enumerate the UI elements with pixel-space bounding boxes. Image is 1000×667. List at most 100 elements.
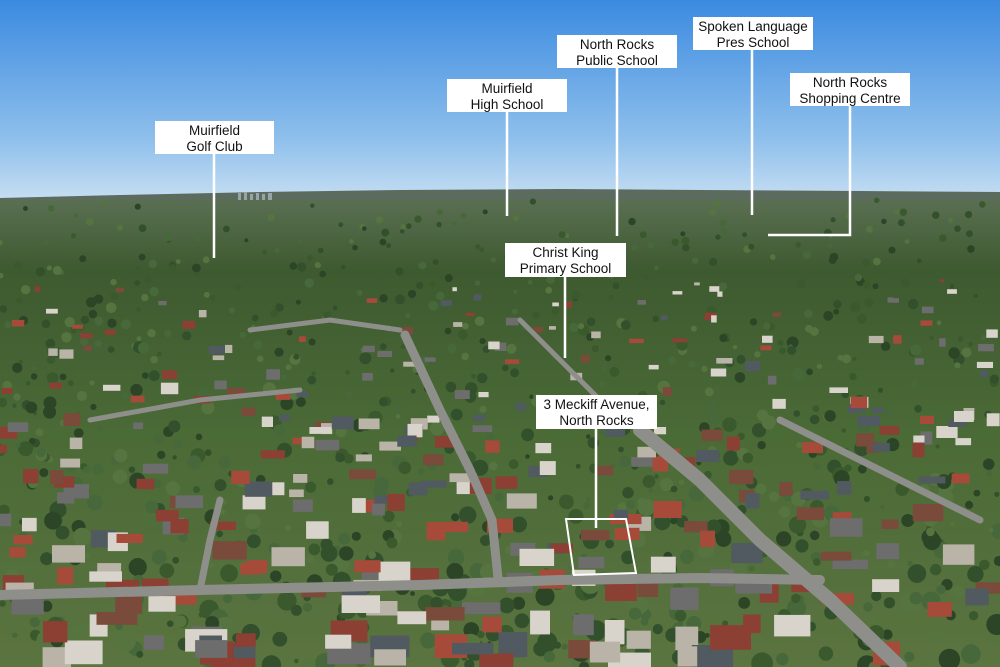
tree <box>482 209 488 215</box>
tree <box>310 203 315 208</box>
tree <box>748 565 755 572</box>
tree <box>878 387 883 393</box>
tree <box>948 217 953 223</box>
house-roof <box>760 345 772 351</box>
tree <box>306 555 315 564</box>
tree <box>951 585 965 600</box>
tree <box>628 217 636 226</box>
label-north-rocks-public-school: North Rocks Public School <box>557 35 677 68</box>
tree <box>642 273 649 280</box>
house-roof <box>440 300 452 307</box>
tree <box>788 601 803 616</box>
tree <box>828 256 837 264</box>
tree <box>671 238 679 246</box>
tree <box>474 280 481 286</box>
tree <box>305 481 317 493</box>
tree <box>631 244 638 251</box>
tree <box>880 341 891 351</box>
tree <box>872 257 881 266</box>
house-roof <box>473 294 482 301</box>
tree <box>405 313 411 318</box>
tree <box>629 607 642 620</box>
tree <box>345 370 350 375</box>
house-roof <box>802 442 823 454</box>
tree <box>529 198 537 205</box>
house-roof <box>872 579 900 592</box>
tree <box>138 253 146 261</box>
house-roof <box>670 587 699 610</box>
tree <box>381 228 390 237</box>
tree <box>368 551 376 559</box>
tree <box>149 286 159 297</box>
tree <box>198 611 205 618</box>
tree <box>754 351 761 358</box>
tree <box>564 233 570 238</box>
tree <box>586 317 596 327</box>
tree <box>436 221 442 228</box>
tree <box>654 265 659 270</box>
tree <box>32 366 37 371</box>
tree <box>863 602 873 612</box>
tree <box>446 563 464 580</box>
tree <box>813 462 821 470</box>
tree <box>13 393 21 401</box>
house-roof <box>650 556 676 573</box>
house-roof <box>614 527 640 541</box>
tree <box>498 597 515 614</box>
tree <box>901 278 911 288</box>
tree <box>525 454 530 459</box>
tree <box>120 319 132 330</box>
tree <box>79 255 87 263</box>
label-line: Muirfield <box>188 123 240 138</box>
house-roof <box>936 426 958 438</box>
tree <box>46 265 53 271</box>
tree <box>113 630 136 652</box>
house-roof <box>352 498 366 513</box>
tree <box>948 347 960 359</box>
house-roof <box>978 343 994 352</box>
tree <box>300 658 315 667</box>
tree <box>68 380 74 387</box>
house-roof <box>0 513 12 527</box>
house-roof <box>591 331 601 339</box>
tree <box>61 332 72 343</box>
tree <box>150 356 158 364</box>
tree <box>980 334 987 341</box>
house-roof <box>800 490 829 500</box>
house-roof <box>241 407 256 416</box>
label-muirfield-golf-club: Muirfield Golf Club <box>155 121 274 154</box>
tree <box>961 644 981 664</box>
house-roof <box>921 306 934 314</box>
tree <box>742 452 754 464</box>
house-roof <box>64 640 103 665</box>
tree <box>395 267 404 276</box>
tree <box>83 466 91 474</box>
tree <box>844 464 852 472</box>
tree <box>527 279 533 285</box>
tree <box>178 532 188 543</box>
tree <box>270 309 279 318</box>
tree <box>732 345 738 350</box>
tree <box>59 373 67 381</box>
tree <box>295 397 306 407</box>
tree <box>386 234 394 242</box>
tree <box>400 229 405 234</box>
tree <box>508 459 519 470</box>
house-roof <box>50 470 64 485</box>
tree <box>46 372 59 384</box>
house-roof <box>505 317 519 326</box>
house-roof <box>914 358 924 365</box>
tree <box>929 630 934 635</box>
tree <box>319 270 327 278</box>
house-roof <box>589 641 621 663</box>
tree <box>311 371 316 376</box>
tree <box>854 273 863 282</box>
tree <box>756 409 769 421</box>
house-roof <box>231 470 250 485</box>
tree <box>430 596 443 609</box>
label-line: Muirfield <box>481 81 533 96</box>
house-roof <box>716 358 733 364</box>
tree <box>929 335 934 340</box>
tree <box>295 299 301 305</box>
house-roof <box>377 351 392 357</box>
